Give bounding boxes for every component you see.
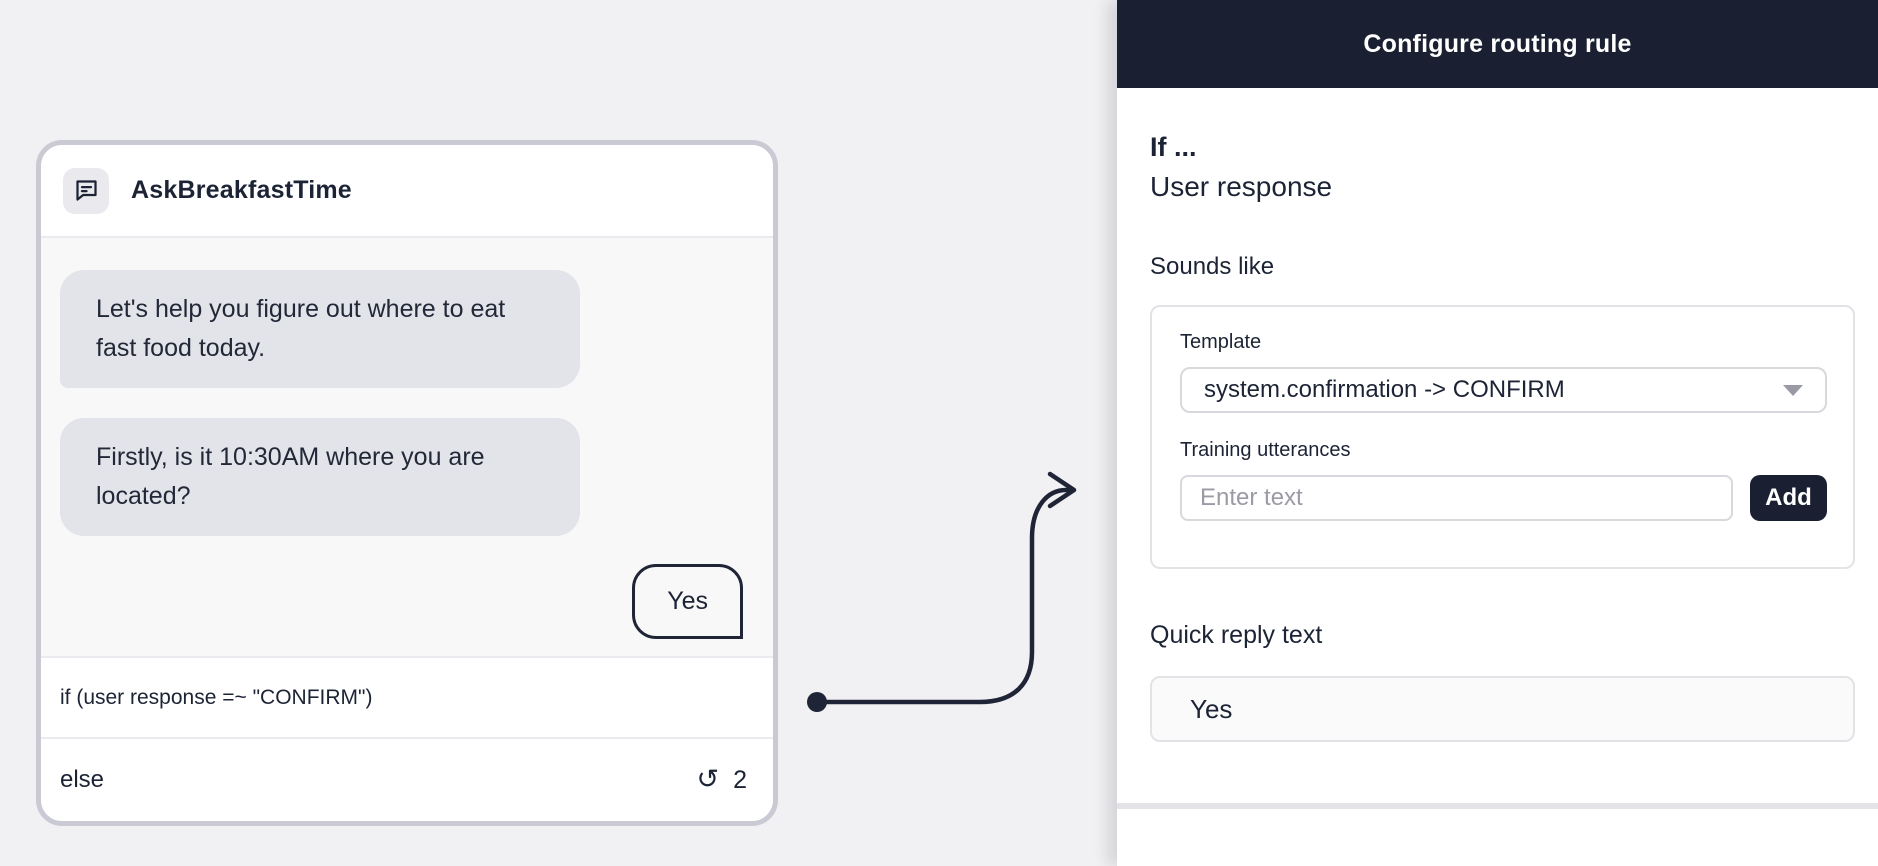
if-value: User response (1150, 171, 1333, 202)
quick-reply-value: Yes (1190, 693, 1233, 724)
utterance-input[interactable] (1180, 475, 1733, 521)
quick-reply-label: Quick reply text (1150, 621, 1323, 649)
add-utterance-button[interactable]: Add (1750, 475, 1827, 521)
chevron-down-icon (1783, 384, 1803, 396)
flow-node-card[interactable]: AskBreakfastTime Let's help you figure o… (36, 140, 778, 826)
sounds-like-label: Sounds like (1150, 253, 1275, 280)
bot-message-bubble[interactable]: Firstly, is it 10:30AM where you are loc… (60, 418, 580, 536)
condition-row-if[interactable]: if (user response =~ "CONFIRM") (41, 656, 773, 737)
chat-bubble-icon (63, 167, 109, 214)
template-label: Template (1180, 331, 1262, 353)
node-title: AskBreakfastTime (131, 176, 352, 204)
quick-reply-chip[interactable]: Yes (632, 564, 743, 639)
loop-count-group: ↺ 2 (696, 763, 747, 795)
sounds-like-box: Template system.confirmation -> CONFIRM … (1150, 305, 1855, 569)
panel-title: Configure routing rule (1363, 29, 1632, 58)
training-utterances-label: Training utterances (1180, 439, 1351, 461)
quick-reply-value-box[interactable]: Yes (1150, 676, 1855, 742)
template-select[interactable]: system.confirmation -> CONFIRM (1180, 367, 1827, 413)
else-label: else (60, 766, 105, 793)
messages-area: Let's help you figure out where to eat f… (41, 238, 773, 656)
template-selected-value: system.confirmation -> CONFIRM (1204, 376, 1565, 403)
arrow-head-icon (1047, 471, 1077, 509)
loop-back-icon: ↺ (696, 763, 720, 794)
loop-count-value: 2 (733, 765, 747, 794)
if-heading: If ... (1150, 132, 1197, 162)
connector-start-dot[interactable] (807, 692, 827, 712)
panel-body: If ... User response Sounds like Templat… (1117, 88, 1878, 742)
panel-header: Configure routing rule (1117, 0, 1878, 88)
if-condition-text: if (user response =~ "CONFIRM") (60, 685, 373, 709)
condition-row-else[interactable]: else ↺ 2 (41, 737, 773, 821)
node-header: AskBreakfastTime (41, 145, 773, 238)
panel-section-divider (1117, 803, 1878, 809)
bot-message-bubble[interactable]: Let's help you figure out where to eat f… (60, 270, 580, 388)
utterance-input-row: Add (1180, 475, 1827, 521)
routing-rule-panel: Configure routing rule If ... User respo… (1117, 0, 1878, 866)
